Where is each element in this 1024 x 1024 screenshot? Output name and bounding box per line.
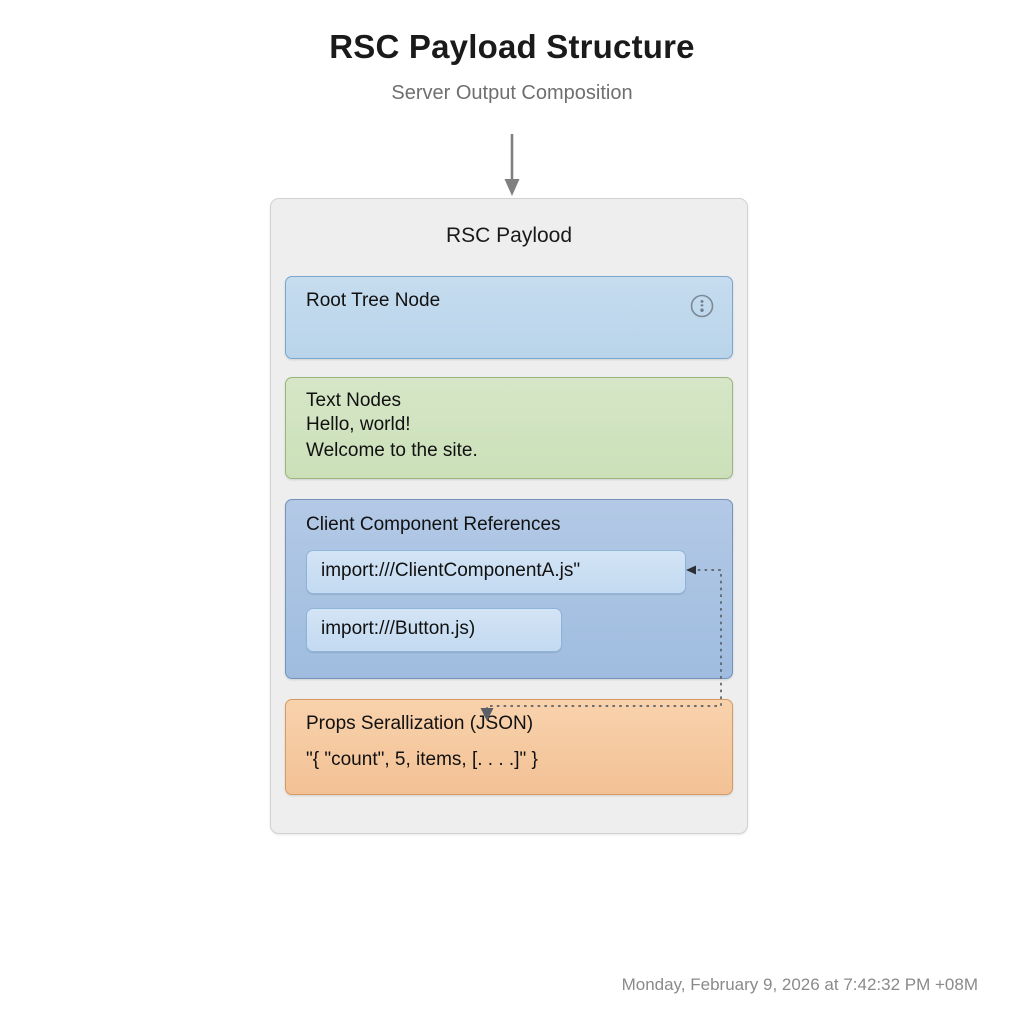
text-nodes-label: Text Nodes xyxy=(306,390,402,411)
client-component-references-label: Client Component References xyxy=(306,514,561,535)
payload-container-title: RSC Paylood xyxy=(445,224,573,247)
import-chip[interactable]: import:///Button.js) xyxy=(306,608,562,652)
block-root-tree-node[interactable]: Root Tree Node xyxy=(285,276,733,359)
text-node-line: Hello, world! xyxy=(306,414,411,435)
page-subtitle: Server Output Composition xyxy=(391,82,633,104)
block-client-component-references[interactable]: Client Component References import:///Cl… xyxy=(285,499,733,679)
page-title: RSC Payload Structure xyxy=(329,28,695,65)
props-serialization-label: Props Serallization (JSON) xyxy=(306,713,534,734)
footer-timestamp: Monday, February 9, 2026 at 7:42:32 PM +… xyxy=(621,975,978,994)
text-node-line: Welcome to the site. xyxy=(306,440,478,461)
root-tree-node-label: Root Tree Node xyxy=(306,290,441,311)
rsc-payload-container: RSC Paylood Root Tree Node Text Nodes He… xyxy=(270,198,748,834)
import-chip[interactable]: import:///ClientComponentA.js" xyxy=(306,550,686,594)
more-vertical-circle-icon[interactable] xyxy=(689,293,715,324)
block-text-nodes[interactable]: Text Nodes Hello, world! Welcome to the … xyxy=(285,377,733,479)
block-props-serialization[interactable]: Props Serallization (JSON) "{ "count", 5… xyxy=(285,699,733,795)
page-header: RSC Payload Structure Server Output Comp… xyxy=(0,28,1024,105)
inbound-down-arrow-icon xyxy=(496,134,528,203)
props-json-value: "{ "count", 5, items, [. . . .]" } xyxy=(306,749,538,770)
